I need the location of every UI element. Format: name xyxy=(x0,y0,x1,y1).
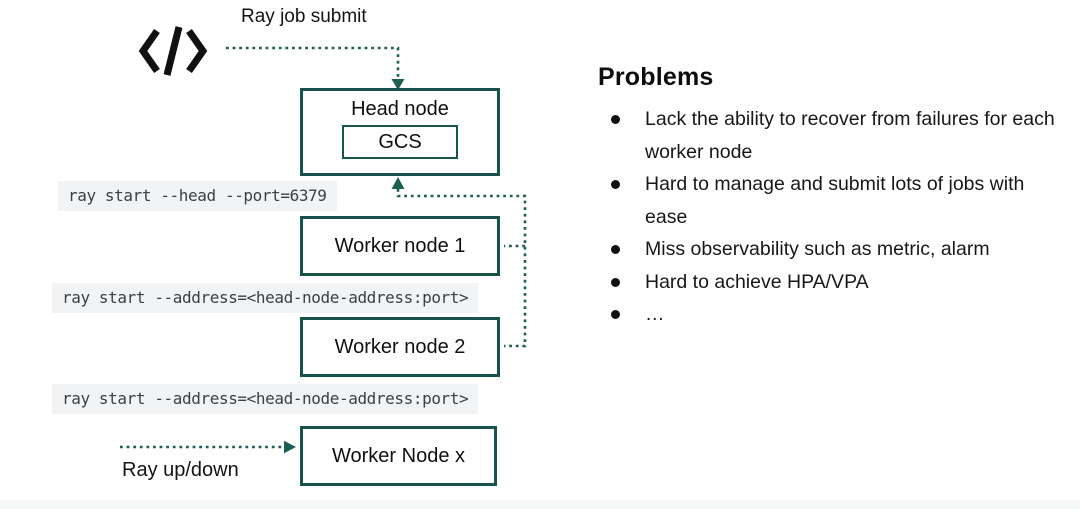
arrowhead-right-workerx xyxy=(284,440,296,454)
code-icon xyxy=(138,24,208,78)
gcs-label: GCS xyxy=(378,130,422,153)
problem-item: … xyxy=(598,298,1060,331)
worker-node-1-label: Worker node 1 xyxy=(334,234,466,257)
worker-node-2-label: Worker node 2 xyxy=(334,335,466,358)
problem-item: Lack the ability to recover from failure… xyxy=(598,103,1060,168)
bullet-icon xyxy=(611,310,620,319)
head-node-label: Head node xyxy=(351,98,449,120)
worker-node-x-box: Worker Node x xyxy=(300,426,497,486)
problem-item: Hard to achieve HPA/VPA xyxy=(598,266,1060,299)
worker-node-x-label: Worker Node x xyxy=(331,444,465,467)
problems-list: Lack the ability to recover from failure… xyxy=(598,103,1060,331)
arrowhead-up-gcs xyxy=(391,177,405,189)
label-ray-updown: Ray up/down xyxy=(122,459,239,481)
label-ray-job-submit: Ray job submit xyxy=(241,6,367,27)
bullet-icon xyxy=(611,245,620,254)
bullet-icon xyxy=(611,277,620,287)
head-node-box: Head node GCS xyxy=(300,88,500,176)
bullet-icon xyxy=(611,115,620,124)
command-ray-start-head: ray start --head --port=6379 xyxy=(58,181,337,211)
problem-item: Hard to manage and submit lots of jobs w… xyxy=(598,168,1060,233)
bottom-edge-strip xyxy=(0,500,1080,509)
connector-job-submit xyxy=(226,46,400,79)
bullet-icon xyxy=(611,180,620,189)
problem-item: Miss observability such as metric, alarm xyxy=(598,233,1060,266)
problems-panel: Problems Lack the ability to recover fro… xyxy=(598,63,1060,331)
worker-node-1-box: Worker node 1 xyxy=(300,216,500,276)
command-ray-start-address-2: ray start --address=<head-node-address:p… xyxy=(52,384,479,414)
worker-node-2-box: Worker node 2 xyxy=(300,317,500,377)
gcs-box: GCS xyxy=(342,125,458,159)
problems-title: Problems xyxy=(598,63,714,91)
command-ray-start-address-1: ray start --address=<head-node-address:p… xyxy=(52,283,479,313)
